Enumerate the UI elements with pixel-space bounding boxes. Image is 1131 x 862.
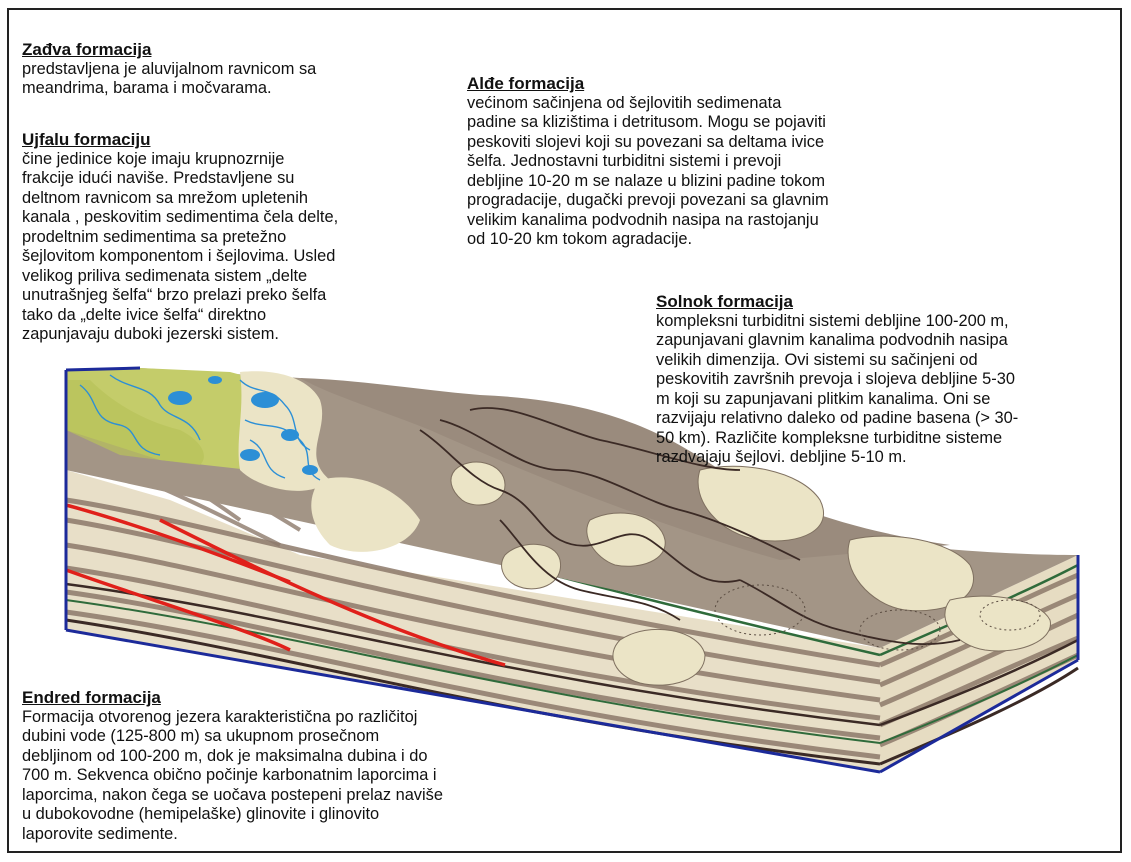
endred-formation-title: Endred formacija <box>22 688 522 708</box>
zadva-formation-text: Zađva formacija predstavljena je aluvija… <box>22 40 402 99</box>
ujfalu-formation-text: Ujfalu formaciju čine jedinice koje imaj… <box>22 130 442 345</box>
alde-formation-body: većinom sačinjena od šejlovitih sedimena… <box>467 94 887 250</box>
endred-formation-text: Endred formacija Formacija otvorenog jez… <box>22 688 522 844</box>
alde-formation-title: Alđe formacija <box>467 74 887 94</box>
endred-formation-body: Formacija otvorenog jezera karakteristič… <box>22 708 522 845</box>
solnok-formation-text: Solnok formacija kompleksni turbiditni s… <box>656 292 1096 468</box>
ujfalu-formation-body: čine jedinice koje imaju krupnozrnije fr… <box>22 150 442 345</box>
alde-formation-text: Alđe formacija većinom sačinjena od šejl… <box>467 74 887 250</box>
solnok-formation-body: kompleksni turbiditni sistemi debljine 1… <box>656 312 1096 468</box>
solnok-formation-title: Solnok formacija <box>656 292 1096 312</box>
zadva-formation-body: predstavljena je aluvijalnom ravnicom sa… <box>22 60 402 99</box>
zadva-formation-title: Zađva formacija <box>22 40 402 60</box>
ujfalu-formation-title: Ujfalu formaciju <box>22 130 442 150</box>
